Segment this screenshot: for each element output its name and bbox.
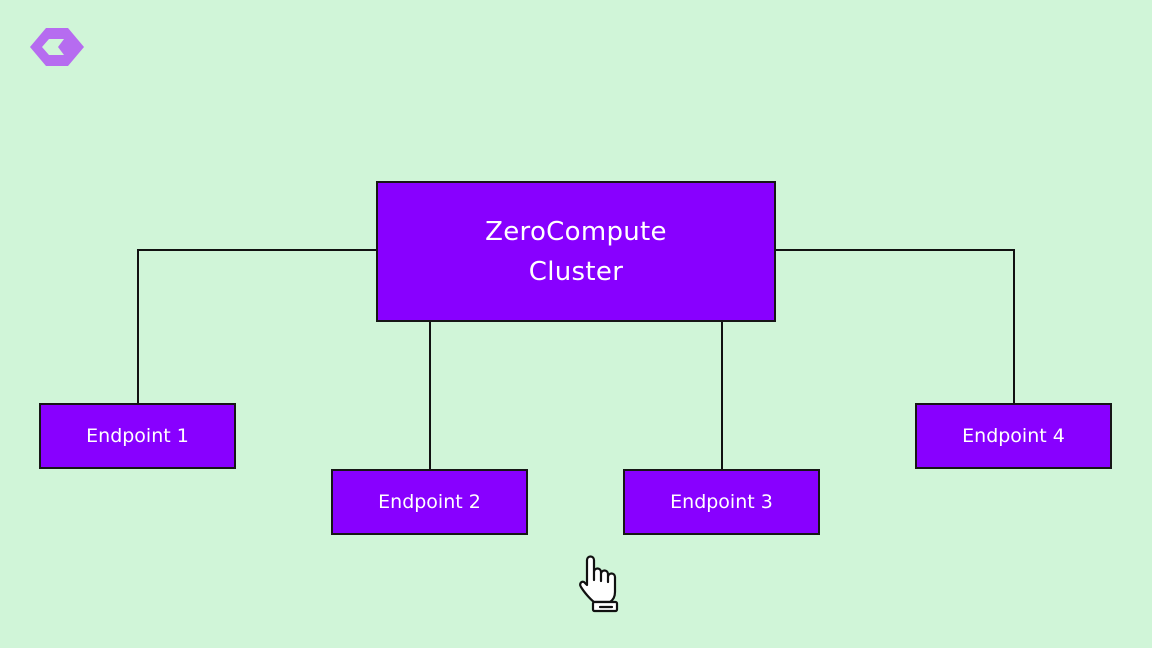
endpoint-node-1[interactable]: Endpoint 1 — [39, 403, 236, 469]
edge-cluster-endpoint-4 — [776, 249, 1015, 403]
endpoint-node-4[interactable]: Endpoint 4 — [915, 403, 1112, 469]
cluster-node-label: ZeroCompute Cluster — [485, 216, 667, 287]
endpoint-node-label: Endpoint 2 — [378, 491, 481, 513]
edge-cluster-endpoint-1 — [137, 249, 376, 403]
endpoint-node-label: Endpoint 4 — [962, 425, 1065, 447]
endpoint-node-label: Endpoint 1 — [86, 425, 189, 447]
cluster-node[interactable]: ZeroCompute Cluster — [376, 181, 776, 322]
endpoint-node-2[interactable]: Endpoint 2 — [331, 469, 528, 535]
endpoint-node-label: Endpoint 3 — [670, 491, 773, 513]
brand-logo-icon — [30, 28, 84, 66]
endpoint-node-3[interactable]: Endpoint 3 — [623, 469, 820, 535]
hand-pointer-icon — [579, 555, 619, 613]
